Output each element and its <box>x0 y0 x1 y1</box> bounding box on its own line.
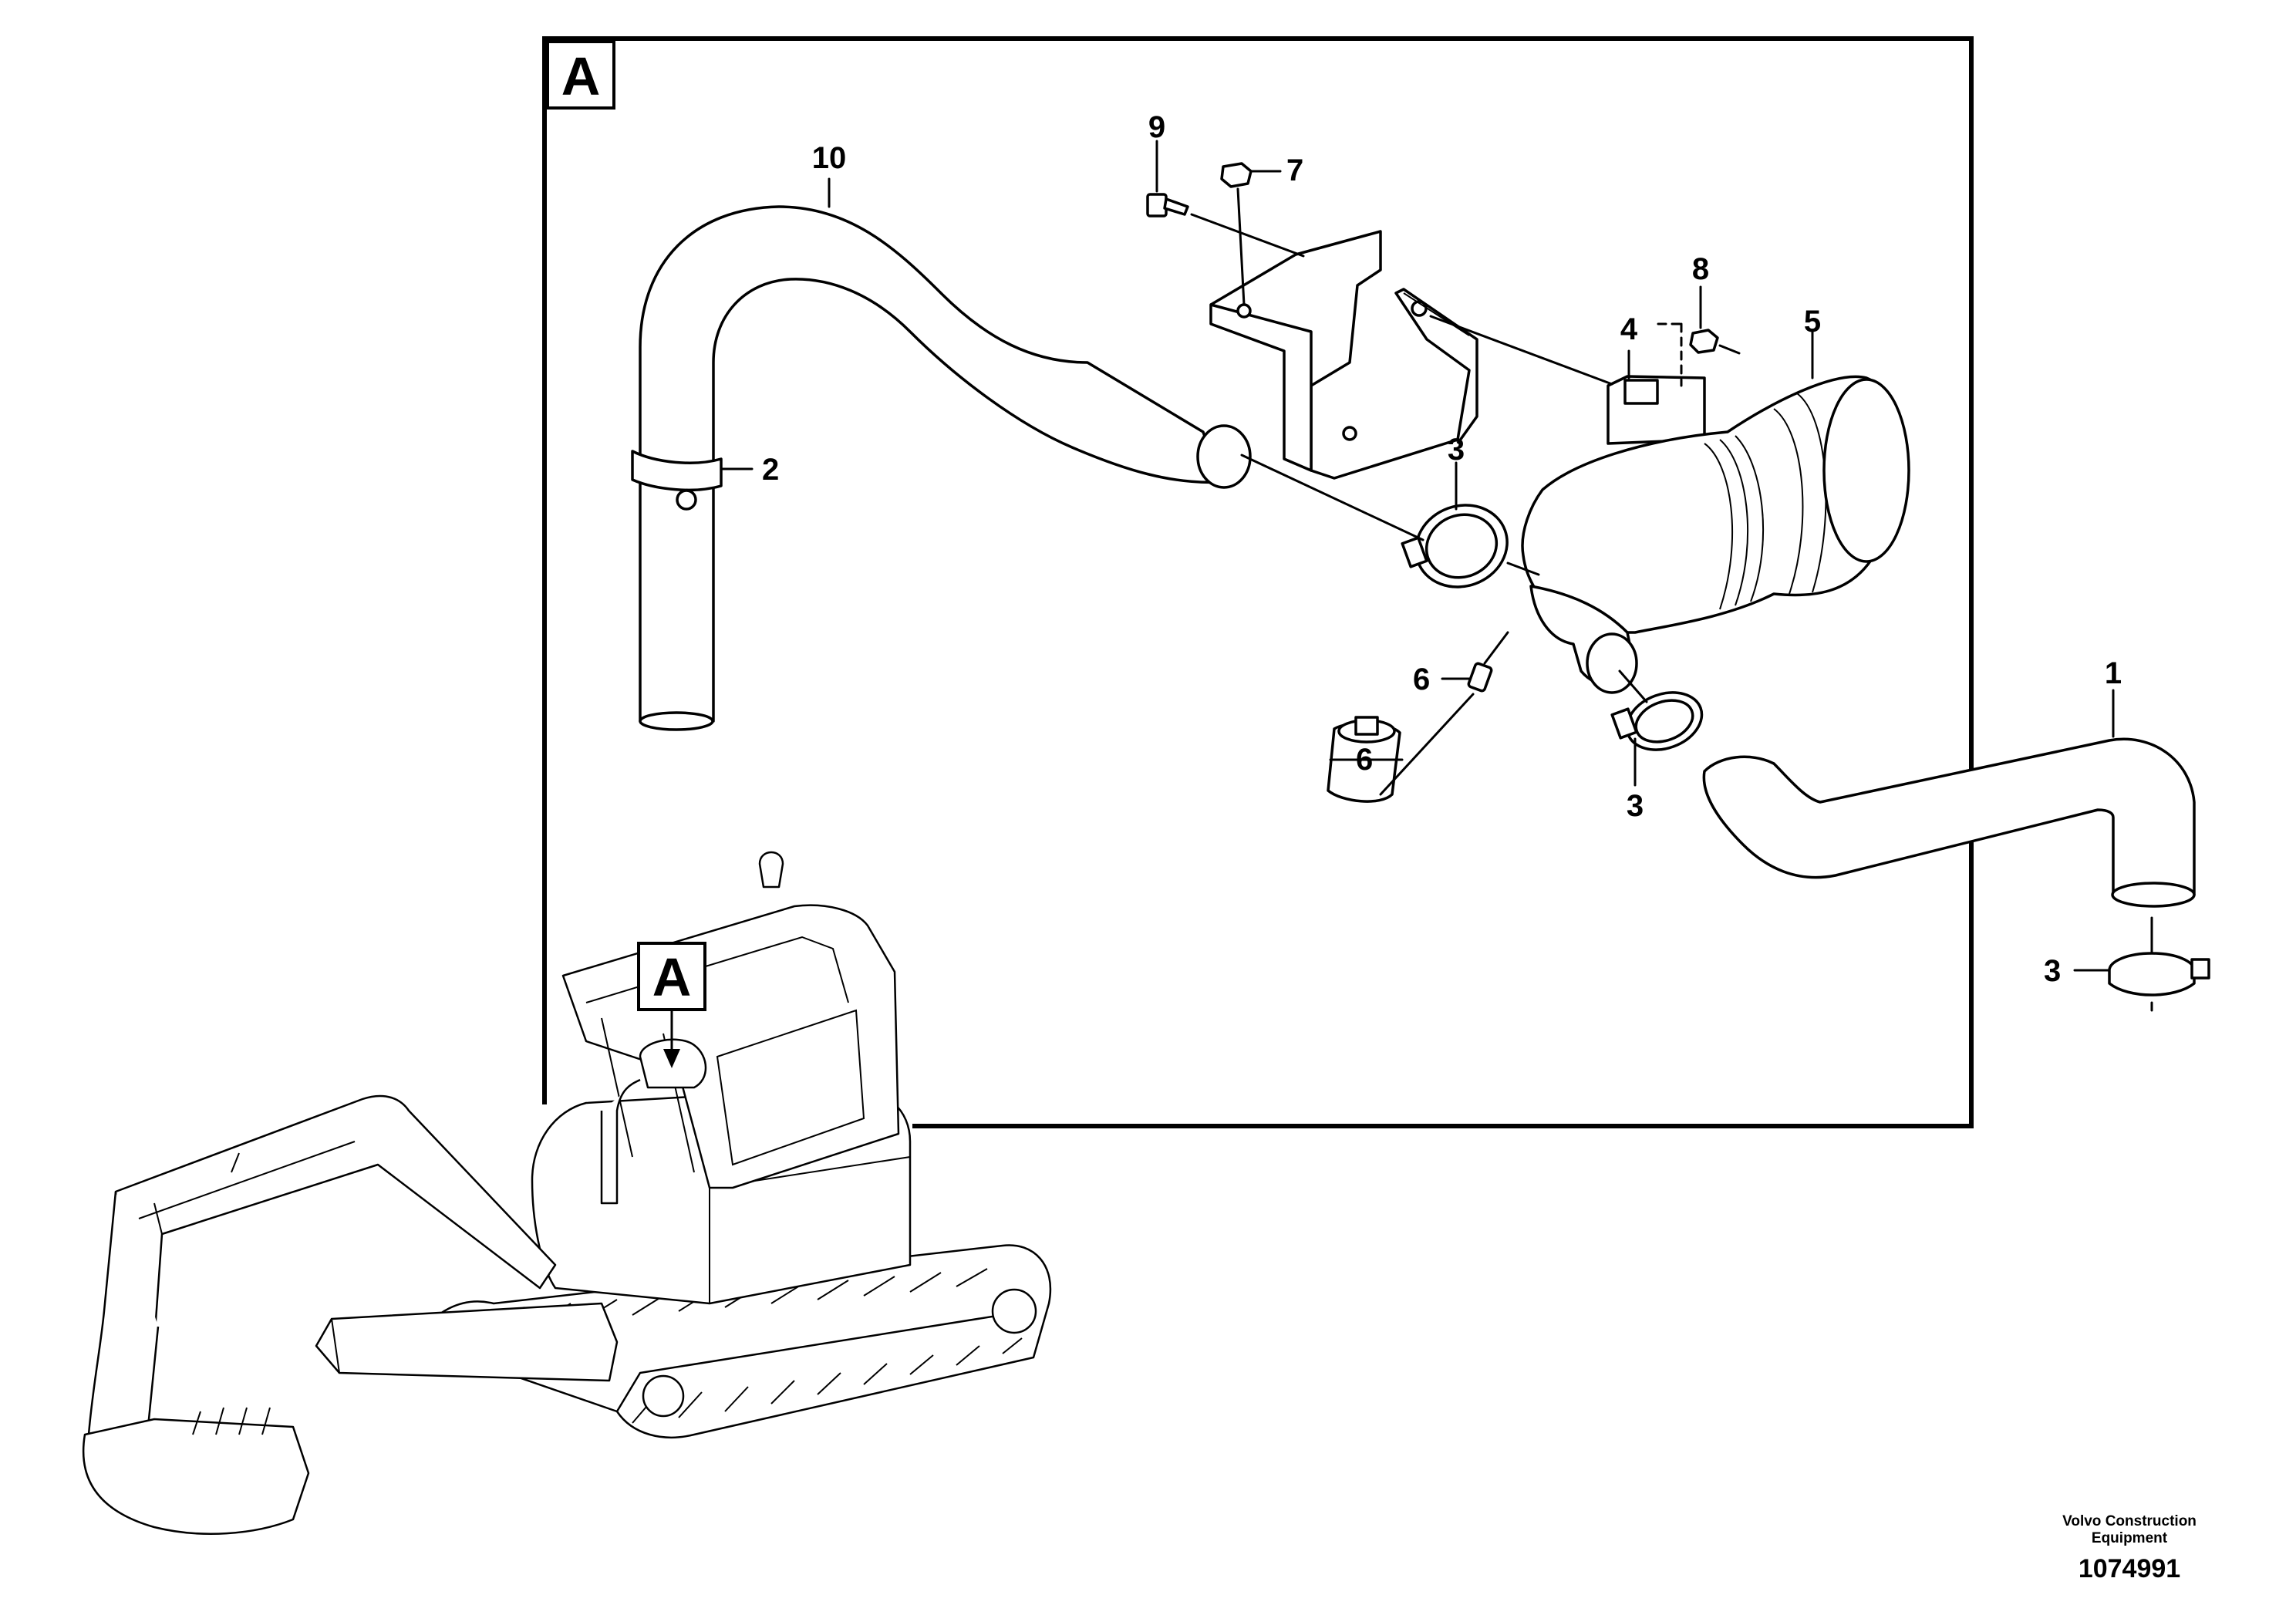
footer-brand: Volvo Construction Equipment 1074991 <box>2029 1513 2230 1584</box>
callout-8-text: 6 <box>1413 663 1430 696</box>
part-8-adapter-fitting <box>1467 662 1493 693</box>
callout-10-text: 2 <box>762 453 779 487</box>
detail-frame: A <box>542 36 1974 1128</box>
mounting-bracket <box>1209 230 1478 480</box>
callout-3-lower: 3 <box>2044 954 2111 988</box>
callout-7: 6 <box>1329 743 1404 777</box>
callout-6-right-text: 8 <box>1692 252 1709 286</box>
part-2-intake-pipe <box>639 205 1252 731</box>
part-5-air-cleaner <box>1521 375 1910 694</box>
callout-3-upper: 3 <box>1448 433 1465 511</box>
detail-label: A <box>561 46 601 106</box>
callout-9-text: 9 <box>1148 110 1165 144</box>
callout-6-top-text: 7 <box>1286 153 1303 187</box>
reference-number: 1074991 <box>2078 1554 2181 1583</box>
callout-3-middle: 3 <box>1627 737 1644 823</box>
callout-1: 1 <box>2105 656 2122 738</box>
machine-label-box <box>637 942 706 1011</box>
callout-9: 9 <box>1148 110 1165 193</box>
callout-7-text: 6 <box>1356 743 1373 777</box>
callout-10: 2 <box>720 453 779 487</box>
machine-detail-label: A <box>637 942 706 1068</box>
callout-3-middle-text: 3 <box>1627 789 1644 823</box>
part-3-hose-clamp-middle <box>1610 691 1704 751</box>
part-3-hose-clamp-upper <box>1401 504 1509 588</box>
part-3-hose-clamp-lower <box>2108 952 2210 996</box>
callout-6-top: 7 <box>1249 153 1303 187</box>
callout-5: 5 <box>1804 305 1821 379</box>
callout-4-text: 4 <box>1620 312 1638 346</box>
part-6-nut-top <box>1220 162 1253 306</box>
company-name-line1: Volvo Construction <box>2062 1513 2197 1529</box>
company-name-line2: Equipment <box>2091 1530 2168 1546</box>
callout-5-text: 5 <box>1804 305 1821 339</box>
callout-2-text: 10 <box>812 141 847 175</box>
part-1-inlet-hose <box>1702 737 2196 908</box>
machine-label: A <box>652 947 692 1007</box>
callout-1-text: 1 <box>2105 656 2122 690</box>
part-10-pipe-clamp <box>631 450 723 511</box>
part-6-nut-right <box>1657 322 1741 387</box>
callout-2: 10 <box>812 141 847 208</box>
part-4-air-cleaner-bracket <box>1607 375 1706 445</box>
callout-3-lower-text: 3 <box>2044 954 2061 988</box>
callout-4: 4 <box>1620 312 1638 379</box>
callout-6-right: 8 <box>1692 252 1709 329</box>
detail-label-box <box>546 40 615 110</box>
part-7-restriction-indicator <box>1327 716 1401 803</box>
part-9-bolt <box>1146 193 1305 258</box>
callout-3-upper-text: 3 <box>1448 433 1465 467</box>
mini-excavator-illustration <box>82 851 1052 1535</box>
callout-8: 6 <box>1413 663 1471 696</box>
